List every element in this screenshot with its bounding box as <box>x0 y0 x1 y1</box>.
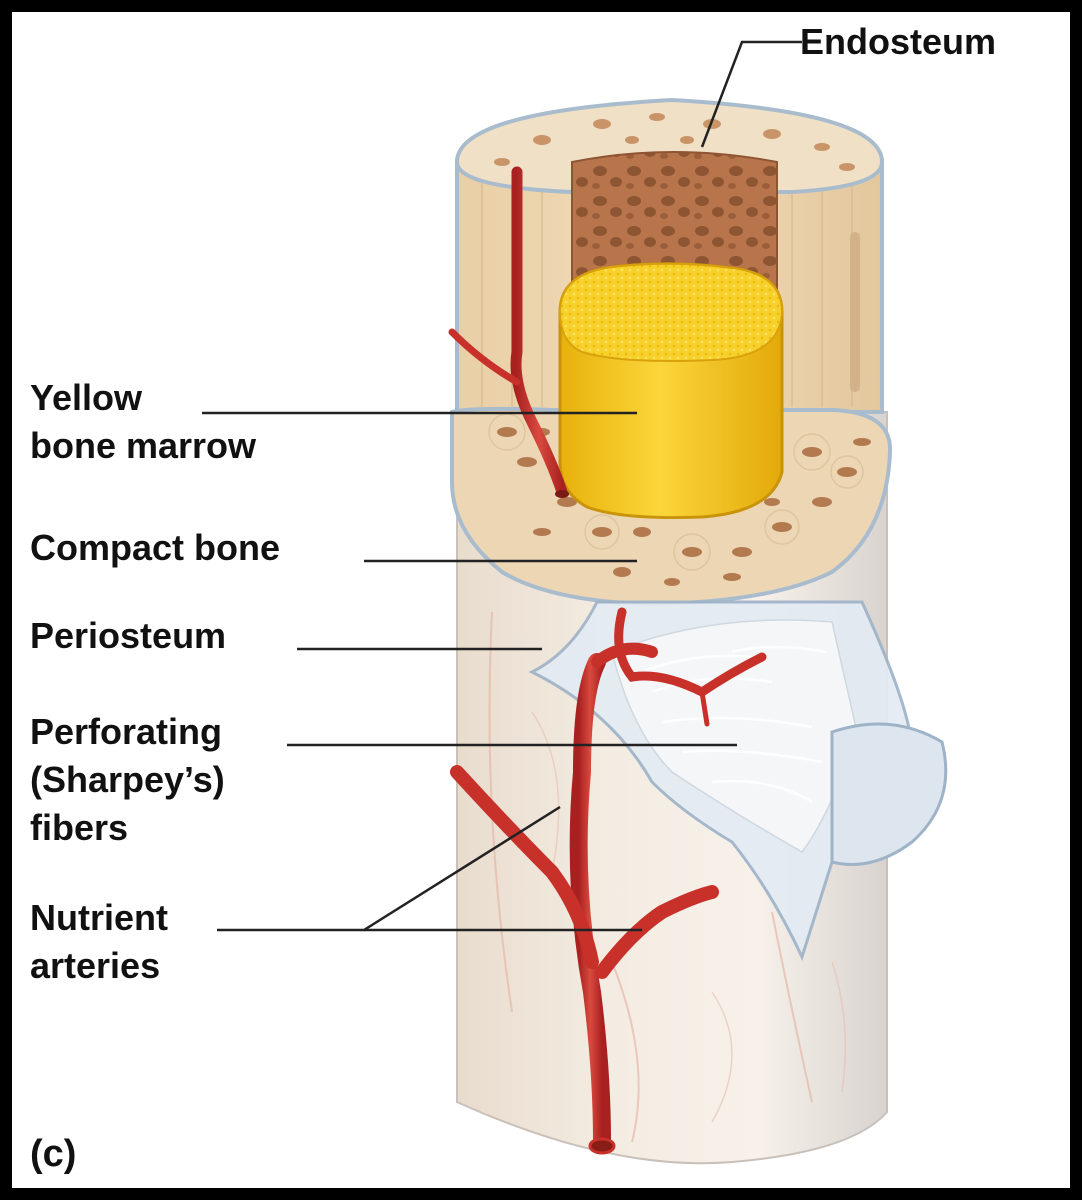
figure-frame: Endosteum Yellow bone marrow Compact bon… <box>12 12 1070 1188</box>
label-endosteum: Endosteum <box>800 21 997 62</box>
label-yellow-bone-marrow: Yellow bone marrow <box>30 377 257 466</box>
artery-upper <box>510 166 568 498</box>
label-periosteum: Periosteum <box>30 615 227 656</box>
bone-illustration <box>202 40 948 1165</box>
nutrient-artery-branch-right <box>595 885 719 979</box>
nutrient-artery-main <box>569 653 611 1151</box>
label-compact-bone: Compact bone <box>30 527 281 568</box>
panel-letter: (c) <box>30 1133 77 1175</box>
leader-lines <box>202 40 802 932</box>
label-nutrient-arteries: Nutrient arteries <box>30 897 168 986</box>
label-perforating-fibers: Perforating (Sharpey’s) fibers <box>30 711 225 848</box>
